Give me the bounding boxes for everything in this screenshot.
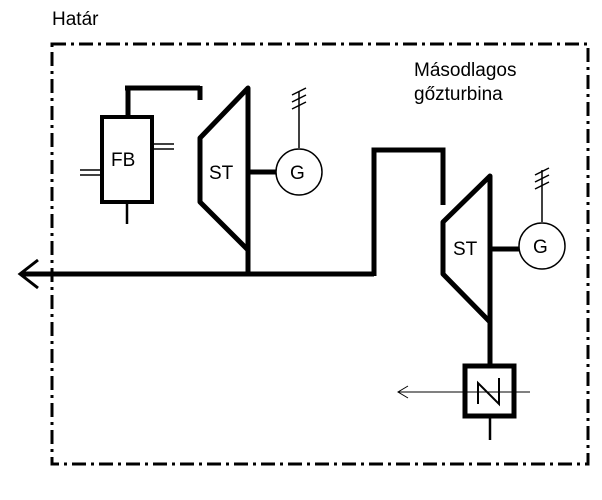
steam-line-to-turbine-2 bbox=[371, 147, 446, 276]
exhaust-outflow-arrow-icon bbox=[17, 258, 39, 290]
boiler: FB bbox=[80, 85, 203, 224]
condenser-coil-icon bbox=[477, 378, 500, 407]
cooling-outflow-arrow-icon bbox=[397, 385, 409, 399]
boiler-label: FB bbox=[111, 150, 135, 171]
generator-2: G bbox=[518, 167, 566, 270]
steam-turbine-1: ST bbox=[197, 85, 251, 253]
generator-1-label: G bbox=[290, 163, 305, 184]
secondary-turbine-label-line1: Másodlagos bbox=[414, 60, 516, 81]
boundary-label: Határ bbox=[52, 9, 99, 30]
steam-turbine-2: ST bbox=[440, 173, 493, 325]
condenser bbox=[397, 363, 530, 440]
secondary-turbine-label-line2: gőzturbina bbox=[414, 84, 503, 105]
generator-1: G bbox=[275, 87, 323, 196]
generator-2-label: G bbox=[533, 237, 548, 258]
system-boundary bbox=[50, 42, 590, 466]
steam-turbine-2-label: ST bbox=[453, 239, 478, 260]
steam-turbine-1-label: ST bbox=[209, 163, 234, 184]
